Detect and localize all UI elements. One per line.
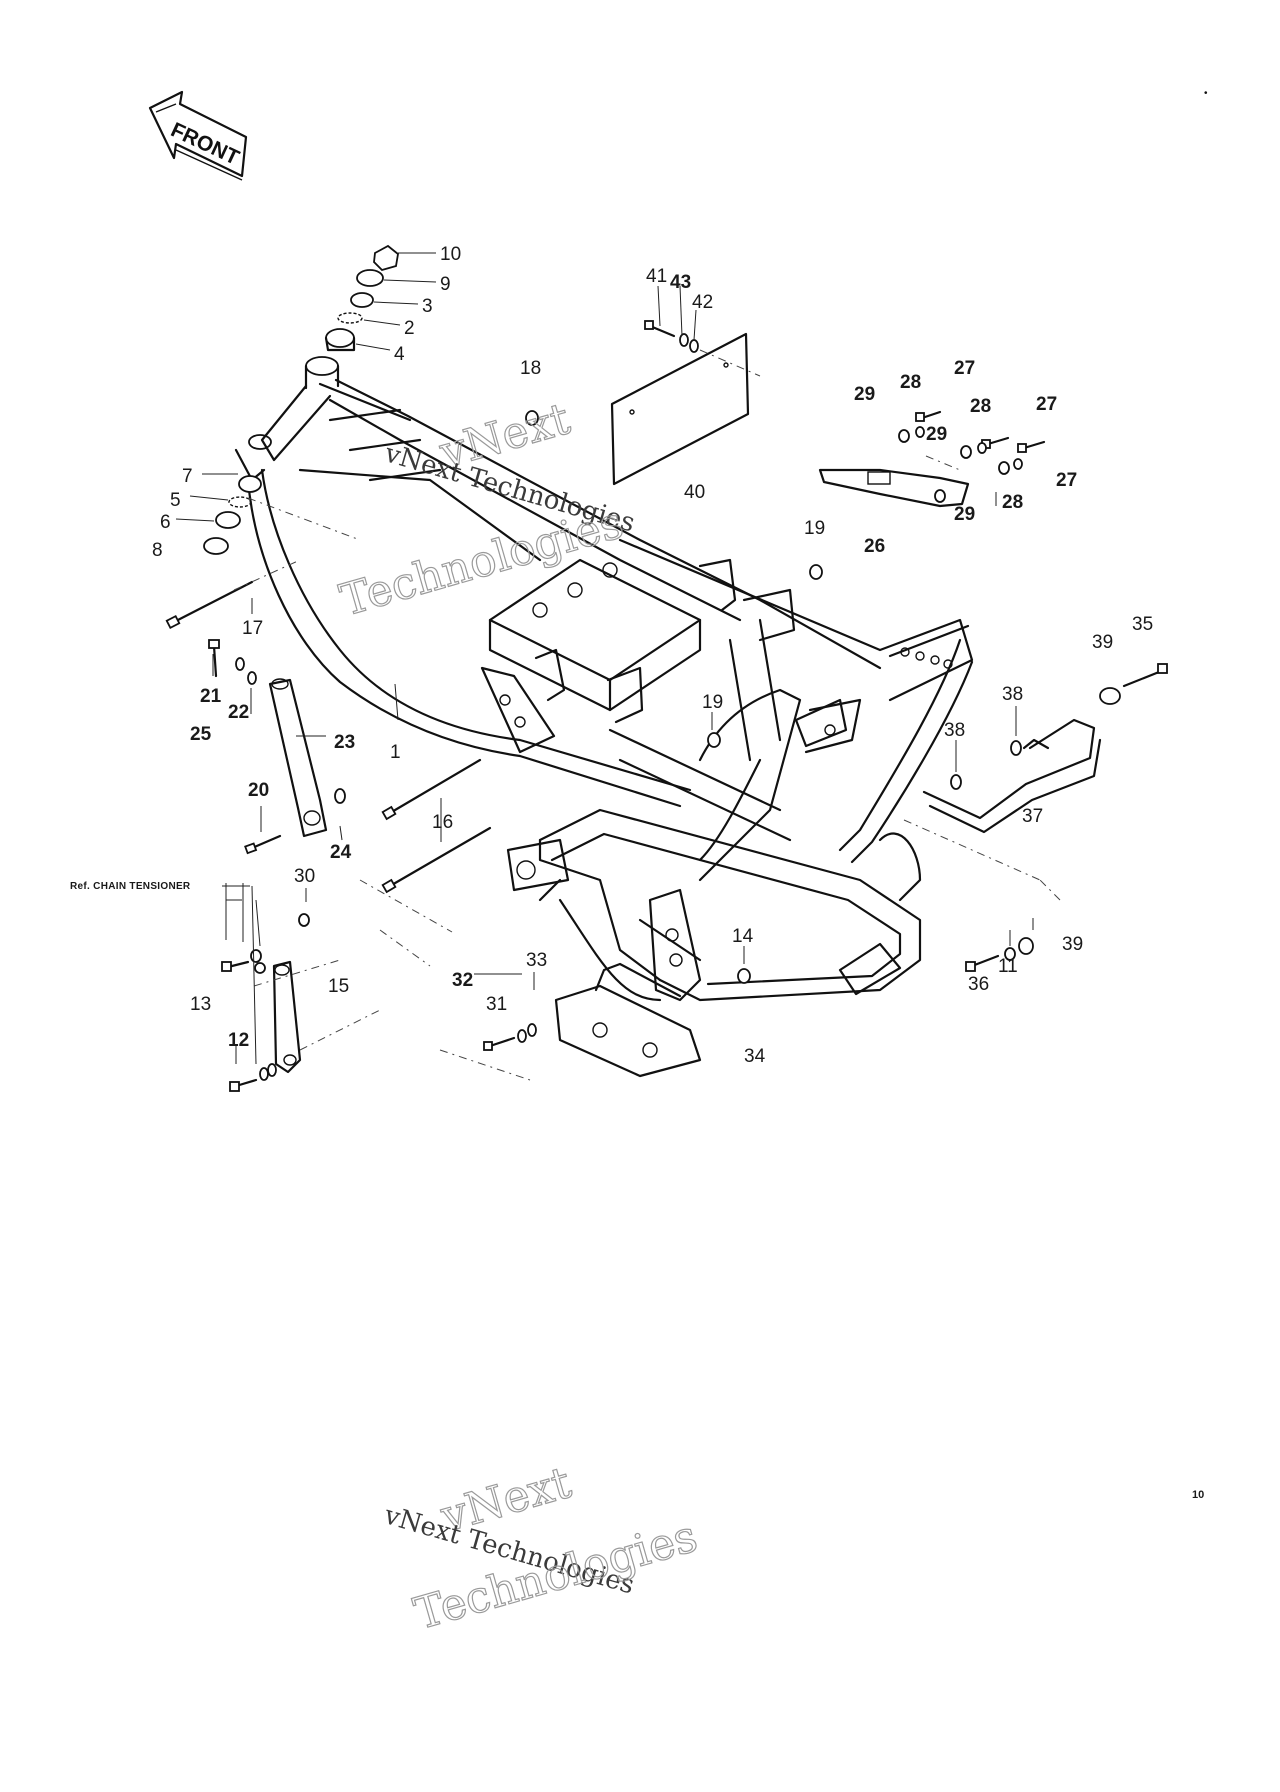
callout-19a: 19 — [804, 518, 825, 539]
callout-29b: 29 — [926, 424, 947, 445]
callout-36: 36 — [968, 974, 989, 995]
bolts-16 — [381, 758, 492, 894]
steering-bearing-stack — [324, 244, 399, 352]
callout-3: 3 — [422, 296, 433, 317]
callout-28b: 28 — [970, 396, 991, 417]
callout-29a: 29 — [854, 384, 875, 405]
torque-link-23 — [268, 678, 346, 838]
callout-25: 25 — [190, 724, 212, 745]
bolt-21-22 — [208, 639, 257, 685]
callout-28c: 28 — [1002, 492, 1023, 513]
callout-15: 15 — [328, 976, 349, 997]
callout-9: 9 — [440, 274, 451, 295]
ref-chain-tensioner-label: Ref. CHAIN TENSIONER — [70, 881, 191, 892]
callout-20: 20 — [248, 780, 269, 801]
callout-41: 41 — [646, 266, 667, 287]
callout-14: 14 — [732, 926, 754, 947]
corner-mark: • — [1204, 88, 1208, 99]
leader-lines — [175, 252, 1034, 1065]
callout-30: 30 — [294, 866, 315, 887]
callout-28a: 28 — [900, 372, 921, 393]
watermark-bottom: vNext vNext Technologies Technologies — [380, 1456, 703, 1640]
callout-16: 16 — [432, 812, 453, 833]
callout-22: 22 — [228, 702, 249, 723]
callout-21: 21 — [200, 686, 222, 707]
callout-38b: 38 — [944, 720, 965, 741]
callout-31: 31 — [486, 994, 507, 1015]
callout-34: 34 — [744, 1046, 766, 1067]
frame-drawing — [234, 356, 974, 1002]
bolt-17 — [165, 580, 254, 630]
callout-18: 18 — [520, 358, 541, 379]
page-number: 10 — [1192, 1489, 1204, 1501]
callout-1: 1 — [390, 742, 401, 763]
callout-7: 7 — [182, 466, 193, 487]
callout-29c: 29 — [954, 504, 975, 525]
callouts: 10 9 3 2 4 7 5 6 8 17 21 22 25 23 1 20 2… — [152, 244, 1153, 1067]
callout-37: 37 — [1022, 806, 1043, 827]
callout-26: 26 — [864, 536, 885, 557]
license-plate-40 — [610, 320, 750, 486]
bracket-26 — [818, 410, 1046, 508]
callout-39b: 39 — [1062, 934, 1083, 955]
callout-17: 17 — [242, 618, 263, 639]
callout-8: 8 — [152, 540, 163, 561]
front-arrow-icon: FRONT — [148, 90, 248, 181]
front-label: FRONT — [167, 118, 242, 169]
callout-33: 33 — [526, 950, 547, 971]
callout-6: 6 — [160, 512, 171, 533]
grommets — [525, 410, 823, 984]
callout-38a: 38 — [1002, 684, 1023, 705]
callout-43: 43 — [670, 272, 691, 293]
callout-4: 4 — [394, 344, 405, 365]
callout-32: 32 — [452, 970, 473, 991]
callout-10: 10 — [440, 244, 461, 265]
grab-bar-37 — [922, 663, 1168, 972]
chain-tensioner-arm-13 — [221, 913, 310, 1092]
callout-19b: 19 — [702, 692, 723, 713]
lower-bearing-stack — [203, 475, 262, 555]
callout-13: 13 — [190, 994, 211, 1015]
callout-35: 35 — [1132, 614, 1153, 635]
callout-12: 12 — [228, 1030, 249, 1051]
callout-24: 24 — [330, 842, 352, 863]
callout-5: 5 — [170, 490, 181, 511]
callout-27c: 27 — [1056, 470, 1077, 491]
callout-23: 23 — [334, 732, 355, 753]
skid-plate-34 — [483, 962, 702, 1078]
callout-42: 42 — [692, 292, 713, 313]
callout-40: 40 — [684, 482, 705, 503]
dash-lines — [233, 349, 1061, 1081]
bolt-20 — [244, 834, 282, 855]
callout-27b: 27 — [1036, 394, 1057, 415]
callout-39a: 39 — [1092, 632, 1113, 653]
callout-11: 11 — [998, 956, 1018, 977]
callout-27a: 27 — [954, 358, 975, 379]
callout-2: 2 — [404, 318, 415, 339]
